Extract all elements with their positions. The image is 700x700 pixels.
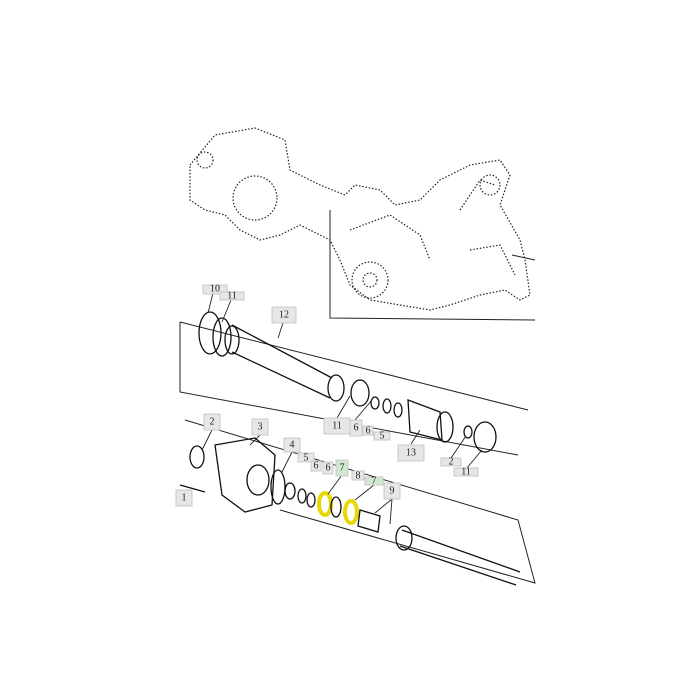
svg-text:11: 11 [227, 291, 237, 302]
svg-text:9: 9 [390, 486, 395, 497]
callout-2[interactable]: 2 [203, 413, 221, 431]
callout-6[interactable]: 6 [349, 419, 363, 437]
cylinder-assembly-illustration [179, 311, 529, 456]
callout-5[interactable]: 5 [297, 452, 315, 464]
rod-assembly-illustration [179, 419, 536, 586]
callout-5[interactable]: 5 [373, 431, 391, 442]
svg-text:1: 1 [182, 493, 187, 504]
svg-text:11: 11 [461, 467, 471, 478]
callout-10[interactable]: 10 [202, 284, 228, 295]
svg-text:12: 12 [279, 310, 289, 321]
callouts: 10 11 12 11 6 6 5 13 2 11 2 3 4 5 6 6 7 … [175, 284, 479, 507]
svg-text:4: 4 [290, 440, 295, 451]
svg-text:6: 6 [326, 463, 331, 474]
callout-11[interactable]: 11 [323, 417, 351, 435]
svg-text:6: 6 [366, 426, 371, 437]
callout-6[interactable]: 6 [362, 425, 374, 437]
callout-11[interactable]: 11 [219, 291, 245, 302]
svg-text:7: 7 [372, 476, 377, 487]
callout-6[interactable]: 6 [322, 461, 334, 475]
svg-text:8: 8 [356, 471, 361, 482]
svg-text:10: 10 [210, 284, 220, 295]
callout-7-selected[interactable]: 7 [335, 459, 349, 477]
callout-8[interactable]: 8 [351, 470, 365, 482]
svg-text:2: 2 [210, 417, 215, 428]
svg-text:11: 11 [332, 421, 342, 432]
callout-12[interactable]: 12 [271, 306, 297, 324]
svg-text:13: 13 [406, 448, 416, 459]
callout-11[interactable]: 11 [453, 467, 479, 478]
svg-text:3: 3 [258, 422, 263, 433]
svg-text:5: 5 [380, 431, 385, 442]
callout-6[interactable]: 6 [310, 460, 322, 472]
callout-2[interactable]: 2 [440, 457, 462, 468]
svg-text:6: 6 [354, 423, 359, 434]
callout-9[interactable]: 9 [383, 482, 401, 500]
callout-1[interactable]: 1 [175, 489, 193, 507]
axle-housing-illustration [189, 127, 536, 321]
callout-7-selected[interactable]: 7 [364, 476, 384, 487]
callout-4[interactable]: 4 [283, 437, 301, 453]
svg-text:5: 5 [304, 453, 309, 464]
callout-13[interactable]: 13 [397, 444, 425, 462]
svg-text:7: 7 [340, 463, 345, 474]
svg-text:6: 6 [314, 461, 319, 472]
leader-lines [201, 292, 483, 525]
svg-text:2: 2 [449, 457, 454, 468]
callout-3[interactable]: 3 [251, 418, 269, 436]
